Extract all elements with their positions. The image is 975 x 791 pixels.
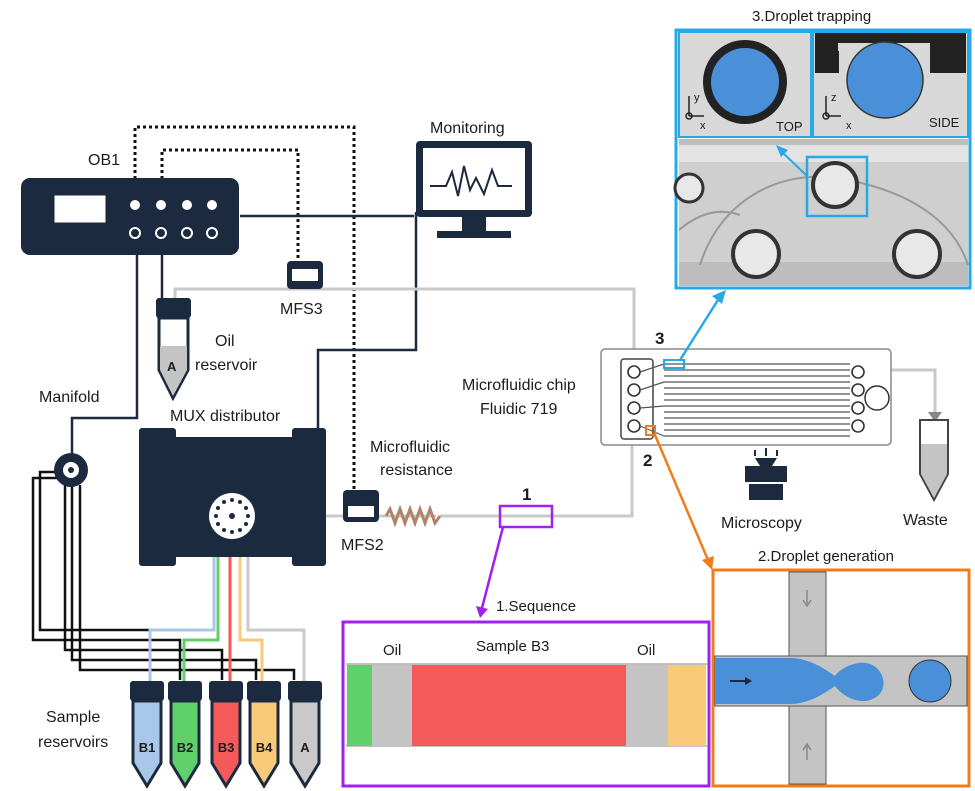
trapping-title: 3.Droplet trapping bbox=[752, 8, 871, 25]
generation-arrow bbox=[653, 434, 710, 561]
tube-label-b3: B3 bbox=[218, 740, 235, 755]
monitoring-label: Monitoring bbox=[430, 120, 505, 137]
microfluidic-chip bbox=[600, 348, 892, 446]
resistance-label-2: resistance bbox=[380, 462, 453, 479]
dotted-line-inner bbox=[160, 148, 300, 262]
trapping-arrow bbox=[678, 299, 720, 361]
mux-line-b2 bbox=[182, 532, 220, 690]
side-view-label: SIDE bbox=[929, 115, 960, 130]
top-axis-x: x bbox=[700, 120, 706, 132]
tube-label-a: A bbox=[300, 740, 310, 755]
sequence-oil-right: Oil bbox=[637, 642, 655, 659]
chip-label-2: Fluidic 719 bbox=[480, 401, 557, 418]
generation-panel bbox=[711, 568, 971, 788]
top-axis-y: y bbox=[694, 92, 700, 104]
sample-tubes: B1 B2 B3 B4 A bbox=[130, 681, 322, 789]
mux-label: MUX distributor bbox=[170, 408, 281, 425]
side-axis-x: x bbox=[846, 120, 852, 132]
oil-reservoir-tube: A bbox=[156, 298, 191, 402]
sample-tube-b3: B3 bbox=[209, 681, 243, 789]
microscopy-label: Microscopy bbox=[721, 515, 802, 532]
sequence-oil-left: Oil bbox=[383, 642, 401, 659]
waste-arrow-head bbox=[928, 412, 942, 422]
trapping-panel bbox=[673, 28, 972, 290]
oil-tube-label: A bbox=[167, 359, 177, 374]
resistance-coil bbox=[384, 504, 442, 528]
chip-label-1: Microfluidic chip bbox=[462, 377, 576, 394]
tube-label-b4: B4 bbox=[256, 740, 273, 755]
sample-reservoirs-label-1: Sample bbox=[46, 709, 100, 726]
marker-1: 1 bbox=[522, 485, 531, 504]
mux-line-b4 bbox=[238, 532, 264, 690]
ob1-display bbox=[54, 195, 106, 223]
ob1-device bbox=[21, 178, 239, 255]
monitoring-mux-cable bbox=[316, 212, 418, 430]
trapping-arrow-head bbox=[712, 290, 726, 304]
generation-title: 2.Droplet generation bbox=[758, 548, 894, 565]
sequence-title: 1.Sequence bbox=[496, 598, 576, 615]
sequence-arrow-head bbox=[476, 606, 488, 618]
mux-line-b1 bbox=[148, 530, 216, 690]
marker-3: 3 bbox=[655, 329, 664, 348]
manifold-label: Manifold bbox=[39, 389, 99, 406]
sample-tube-a: A bbox=[288, 681, 322, 789]
marker-2: 2 bbox=[643, 451, 652, 470]
oil-reservoir-label-2: reservoir bbox=[195, 357, 258, 374]
microscope-icon bbox=[745, 448, 787, 500]
mfs2-label: MFS2 bbox=[341, 537, 384, 554]
sequence-arrow bbox=[480, 526, 505, 609]
sample-tube-b2: B2 bbox=[168, 681, 202, 789]
manifold-icon bbox=[54, 453, 88, 487]
waste-tube bbox=[919, 419, 949, 503]
sequence-panel bbox=[341, 620, 711, 788]
generation-arrow-head bbox=[702, 556, 714, 570]
mfs2-sensor bbox=[343, 490, 379, 522]
ob1-outlets bbox=[129, 200, 218, 239]
sample-tube-b4: B4 bbox=[247, 681, 281, 789]
oil-reservoir-label-1: Oil bbox=[215, 333, 235, 350]
mux-distributor bbox=[139, 428, 326, 566]
resistance-label-1: Microfluidic bbox=[370, 439, 450, 456]
sequence-sample: Sample B3 bbox=[476, 638, 549, 655]
tube-label-b1: B1 bbox=[139, 740, 156, 755]
top-view-label: TOP bbox=[776, 119, 803, 134]
sample-tube-b1: B1 bbox=[130, 681, 164, 789]
marker-1-box bbox=[498, 504, 554, 529]
waste-label: Waste bbox=[903, 512, 948, 529]
ob1-manifold-line bbox=[70, 240, 139, 455]
sample-reservoirs-label-2: reservoirs bbox=[38, 734, 108, 751]
monitor-icon bbox=[416, 141, 532, 238]
mfs3-label: MFS3 bbox=[280, 301, 323, 318]
tube-label-b2: B2 bbox=[177, 740, 194, 755]
mfs3-sensor bbox=[287, 261, 323, 289]
dotted-line-outer bbox=[133, 125, 356, 492]
ob1-label: OB1 bbox=[88, 152, 120, 169]
side-axis-z: z bbox=[831, 92, 837, 104]
